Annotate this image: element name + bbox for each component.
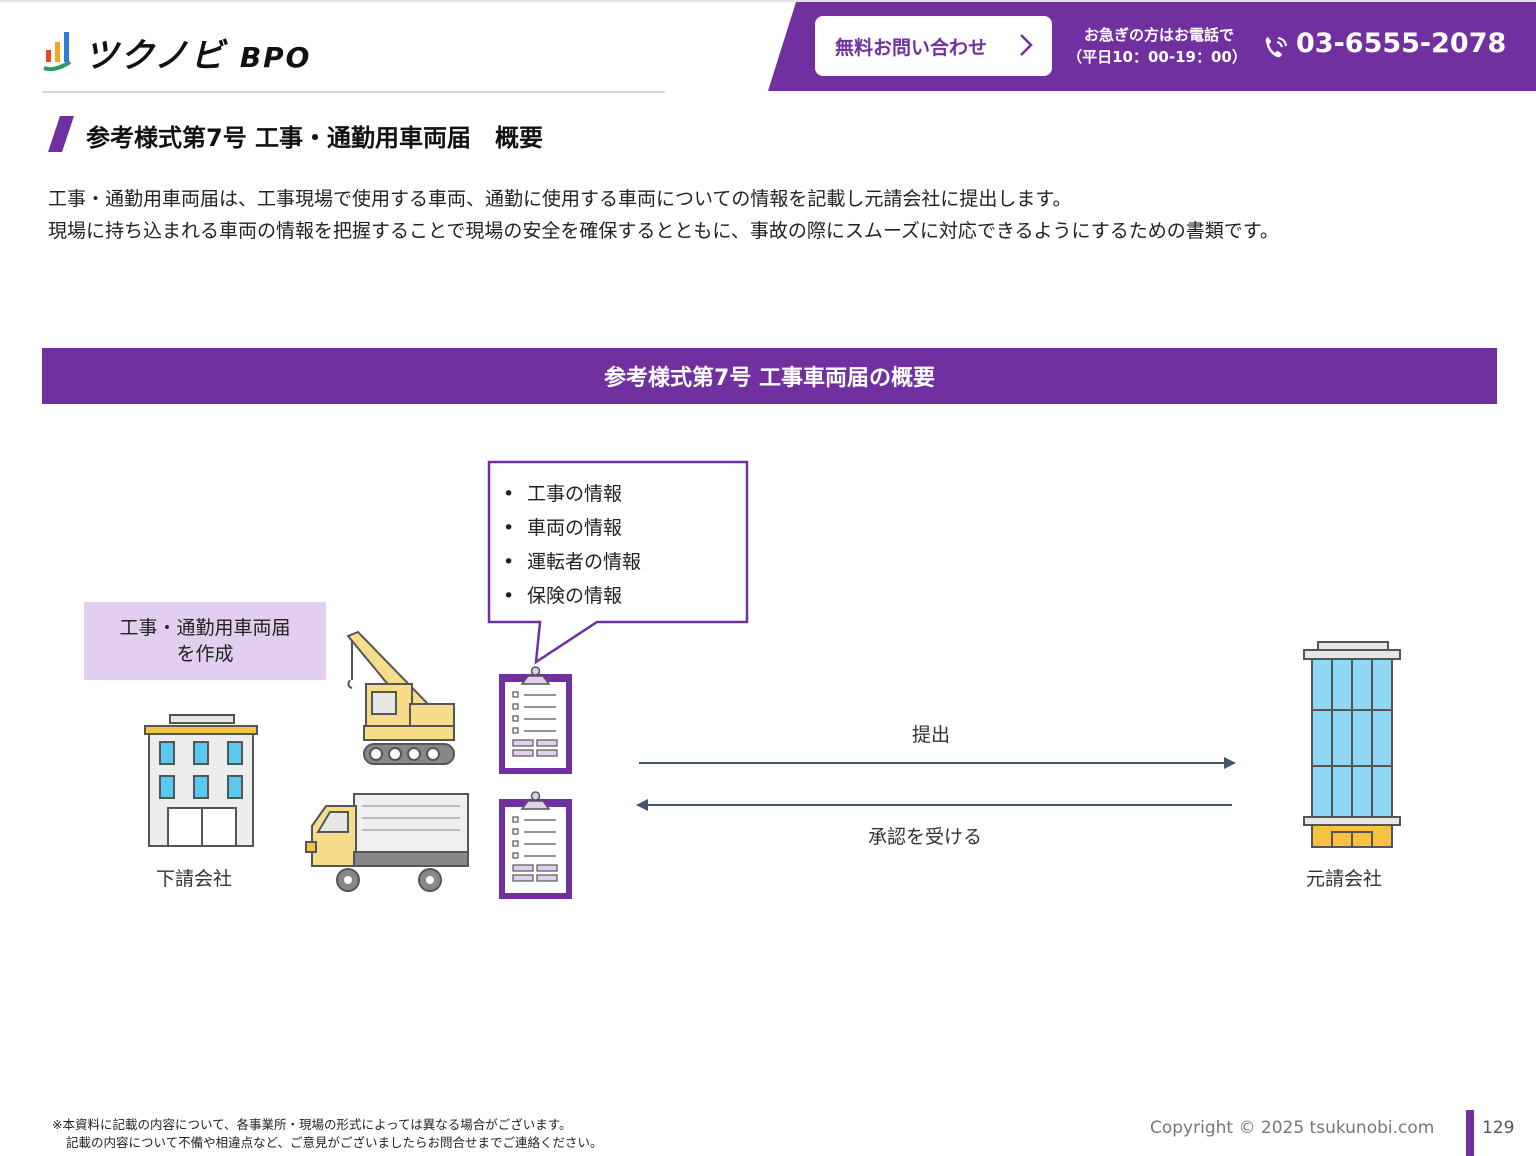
- info-callout: [487, 460, 749, 665]
- description-line-1: 工事・通勤用車両届は、工事現場で使用する車両、通勤に使用する車両についての情報を…: [48, 188, 1072, 210]
- approve-label: 承認を受ける: [868, 826, 983, 848]
- chevron-right-icon: [1020, 34, 1033, 56]
- create-label-line-2: を作成: [176, 643, 234, 665]
- create-form-label: 工事・通勤用車両届 を作成: [84, 602, 326, 680]
- inquiry-label: 無料お問い合わせ: [835, 36, 988, 59]
- logo-wordmark[interactable]: ツクノビ BPO: [84, 28, 311, 77]
- subcontractor-building-icon: [144, 714, 258, 847]
- copyright: Copyright © 2025 tsukunobi.com: [1150, 1118, 1435, 1138]
- hours-line-2: （平日10：00-19：00）: [1067, 48, 1247, 66]
- truck-icon: [305, 793, 469, 892]
- free-inquiry-button[interactable]: 無料お問い合わせ: [815, 16, 1052, 76]
- prime-contractor-building-icon: [1303, 641, 1401, 848]
- subcontractor-label: 下請会社: [156, 868, 233, 890]
- submit-arrow: [639, 757, 1236, 769]
- banner-title: 参考様式第7号 工事車両届の概要: [604, 366, 935, 391]
- logo-name: ツクノビ: [84, 36, 226, 76]
- info-item: •工事の情報: [503, 483, 623, 505]
- page-number-accent: [1466, 1110, 1474, 1156]
- title-accent-mark: [48, 116, 74, 152]
- create-label-line-1: 工事・通勤用車両届: [119, 617, 291, 639]
- clipboard-document-icon: [499, 666, 572, 774]
- page-number: 129: [1482, 1118, 1515, 1138]
- phone-icon: [1265, 37, 1287, 58]
- prime-contractor-label: 元請会社: [1306, 868, 1383, 890]
- logo-mark-icon: [43, 32, 72, 72]
- clipboard-document-icon: [499, 791, 572, 899]
- header-divider: [42, 91, 665, 93]
- footnote-line-1: ※本資料に記載の内容について、各事業所・現場の形式によっては異なる場合がございま…: [52, 1117, 572, 1132]
- hours-line-1: お急ぎの方はお電話で: [1083, 26, 1234, 44]
- footnote-line-2: 記載の内容について不備や相違点など、ご意見がございましたらお問合せまでご連絡くだ…: [66, 1135, 603, 1150]
- info-item: •車両の情報: [503, 517, 623, 539]
- page-title: 参考様式第7号 工事・通勤用車両届 概要: [86, 124, 544, 152]
- top-rule: [0, 0, 1536, 2]
- description-line-2: 現場に持ち込まれる車両の情報を把握することで現場の安全を確保するとともに、事故の…: [48, 220, 1279, 242]
- logo-suffix: BPO: [239, 41, 312, 74]
- info-item: •保険の情報: [503, 585, 623, 607]
- section-banner: 参考様式第7号 工事車両届の概要: [42, 348, 1497, 404]
- info-item: •運転者の情報: [503, 551, 642, 573]
- approve-arrow: [636, 799, 1232, 811]
- crane-icon: [346, 630, 455, 765]
- phone-number[interactable]: 03-6555-2078: [1296, 28, 1507, 59]
- submit-label: 提出: [912, 724, 951, 746]
